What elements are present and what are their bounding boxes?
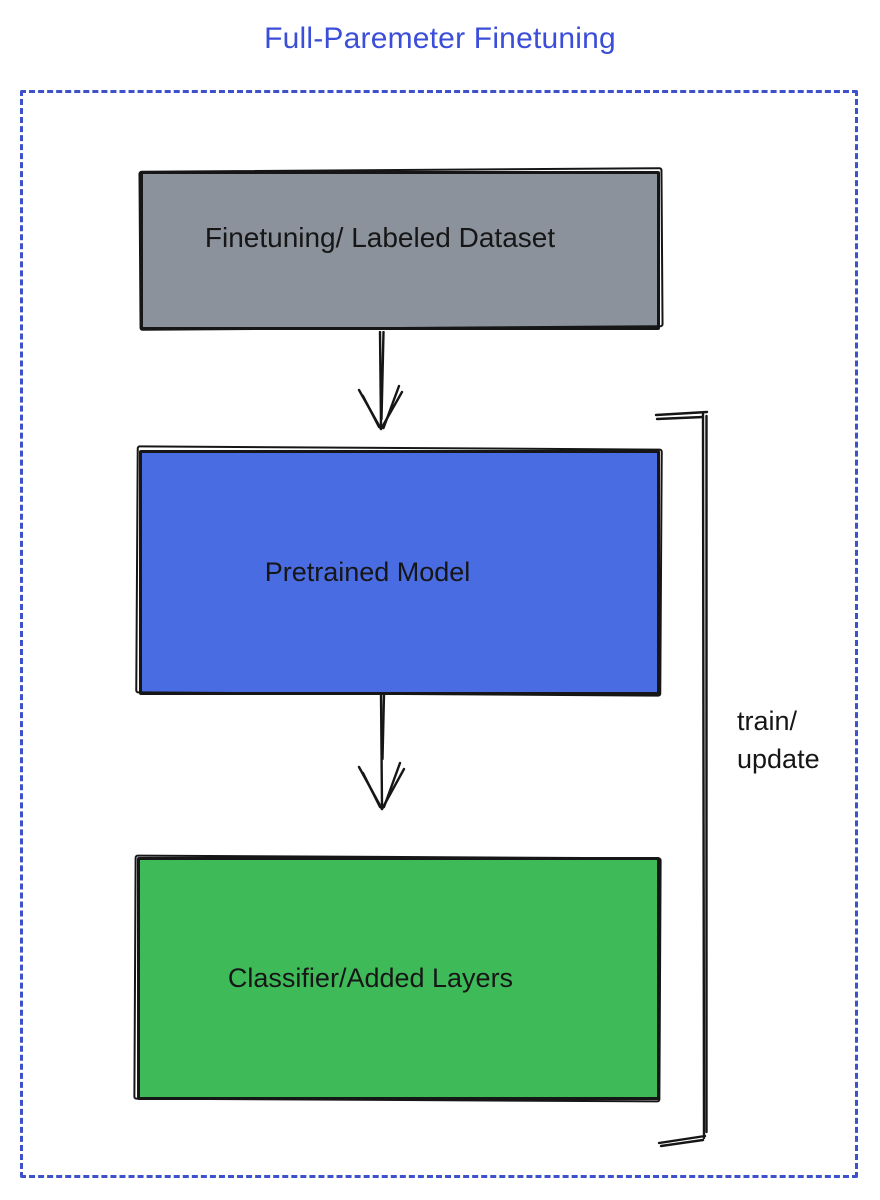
node-pretrained-model: Pretrained Model	[139, 450, 660, 695]
bracket-label-line1: train/	[737, 706, 798, 736]
train-update-bracket-icon	[654, 410, 709, 1148]
node-classifier-added-layers: Classifier/Added Layers	[137, 857, 660, 1100]
arrow-down-icon	[357, 693, 406, 811]
node-label-pretrained: Pretrained Model	[264, 557, 471, 587]
node-finetuning-labeled-dataset: Finetuning/ Labeled Dataset	[140, 171, 660, 330]
node-label-classifier: Classifier/Added Layers	[227, 963, 514, 993]
bracket-label-line2: update	[737, 744, 820, 774]
diagram-title: Full-Paremeter Finetuning	[264, 22, 616, 55]
arrow-down-icon	[357, 331, 404, 431]
dashed-border-frame	[20, 90, 858, 1178]
node-label-dataset: Finetuning/ Labeled Dataset	[204, 221, 556, 253]
bracket-label: train/ update	[737, 702, 820, 778]
